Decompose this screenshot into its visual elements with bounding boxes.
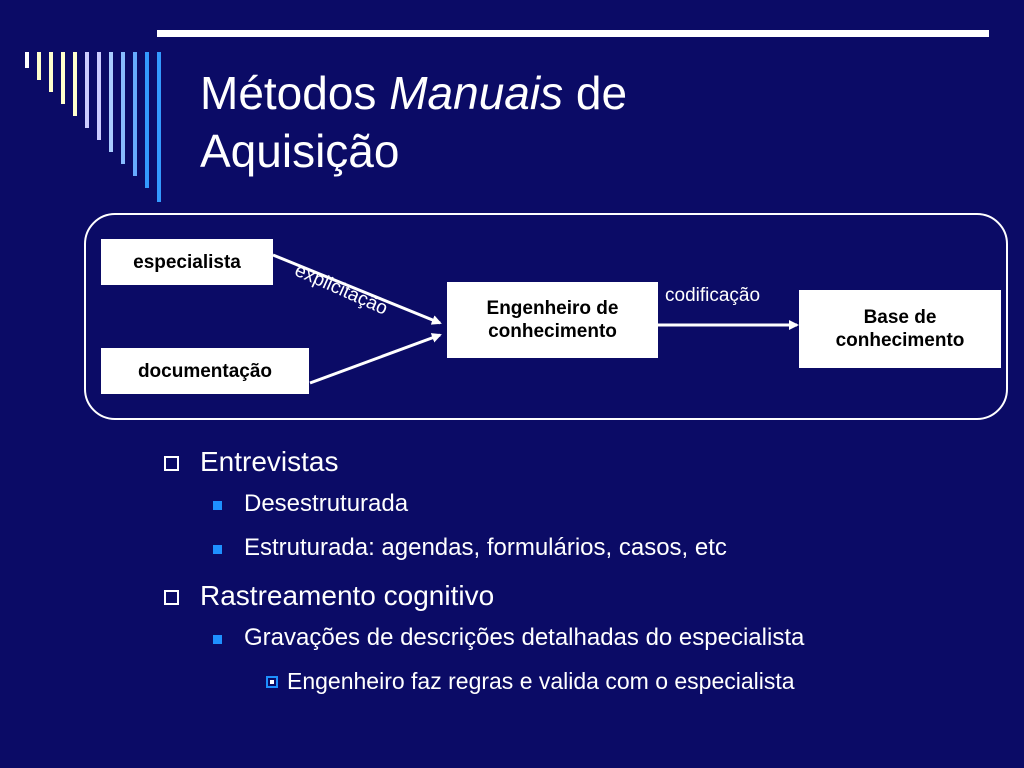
bullet-item: Entrevistas bbox=[160, 442, 1000, 482]
node-base: Base de conhecimento bbox=[799, 290, 1001, 368]
edge-label-codificacao: codificação bbox=[665, 285, 761, 306]
bullet-item: Desestruturada bbox=[160, 482, 1000, 526]
diagram-frame bbox=[84, 213, 1008, 420]
bullet-item: Estruturada: agendas, formulários, casos… bbox=[160, 526, 1000, 570]
node-engenheiro-line1: Engenheiro de bbox=[486, 298, 619, 319]
node-documentacao-label: documentação bbox=[103, 350, 307, 392]
node-engenheiro-line2: conhecimento bbox=[488, 321, 617, 342]
bullet-item: Rastreamento cognitivo bbox=[160, 576, 1000, 616]
filled-square-bullet-icon bbox=[213, 501, 222, 510]
node-base-line1: Base de bbox=[863, 307, 937, 328]
node-documentacao: documentação bbox=[101, 348, 309, 394]
node-especialista-label: especialista bbox=[103, 241, 271, 283]
hollow-square-bullet-icon bbox=[164, 590, 179, 605]
node-engenheiro: Engenheiro de conhecimento bbox=[447, 282, 658, 358]
bullet-item: Gravações de descrições detalhadas do es… bbox=[160, 616, 1000, 660]
node-base-line2: conhecimento bbox=[835, 330, 965, 351]
node-especialista: especialista bbox=[101, 239, 273, 285]
bullet-item: Engenheiro faz regras e valida com o esp… bbox=[160, 660, 1000, 702]
bullet-list: Entrevistas Desestruturada Estruturada: … bbox=[160, 440, 1000, 702]
arrow-especialista-engenheiro bbox=[272, 253, 442, 325]
arrow-documentacao-engenheiro bbox=[309, 333, 442, 385]
boxed-square-bullet-icon bbox=[266, 676, 278, 688]
filled-square-bullet-icon bbox=[213, 545, 222, 554]
top-rule bbox=[157, 30, 989, 37]
hollow-square-bullet-icon bbox=[164, 456, 179, 471]
filled-square-bullet-icon bbox=[213, 635, 222, 644]
title-italic: Manuais bbox=[389, 67, 564, 119]
decorative-stripes bbox=[25, 52, 161, 202]
